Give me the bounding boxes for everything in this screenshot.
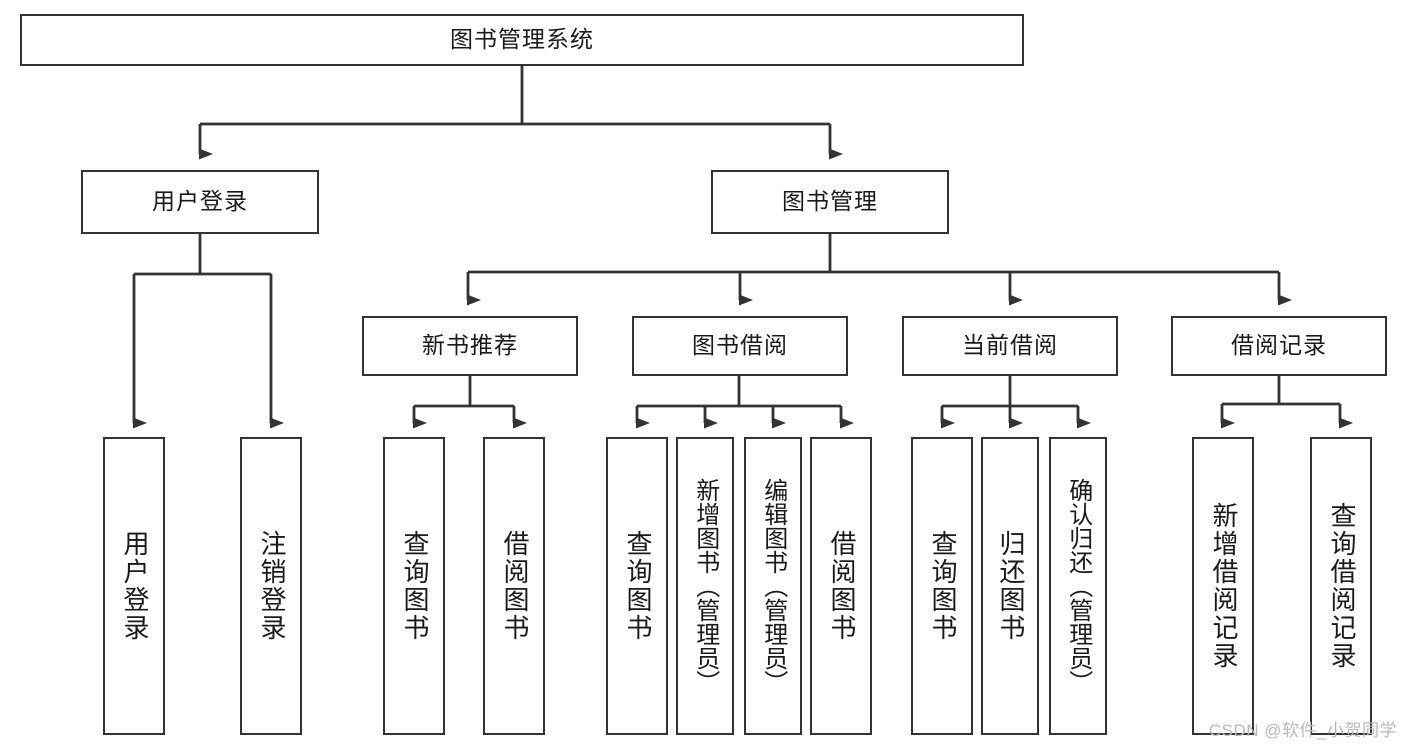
leaf-current-confirm-return-admin-label: 确认归还（管理员） xyxy=(1064,478,1092,694)
node-root-system[interactable]: 图书管理系统 xyxy=(20,14,1024,66)
node-new-book-recommendation-label: 新书推荐 xyxy=(422,332,518,359)
leaf-record-query-record[interactable]: 查询借阅记录 xyxy=(1310,437,1372,735)
node-user-login[interactable]: 用户登录 xyxy=(81,170,319,234)
leaf-user-login[interactable]: 用户登录 xyxy=(103,437,165,735)
leaf-logout-label: 注销登录 xyxy=(256,530,287,642)
node-borrow-records-label: 借阅记录 xyxy=(1231,332,1327,359)
leaf-current-query-book[interactable]: 查询图书 xyxy=(911,437,973,735)
leaf-current-return-book-label: 归还图书 xyxy=(995,530,1026,642)
leaf-user-login-label: 用户登录 xyxy=(119,530,150,642)
leaf-record-query-record-label: 查询借阅记录 xyxy=(1326,502,1357,670)
leaf-borrow-borrow-book[interactable]: 借阅图书 xyxy=(810,437,872,735)
leaf-newbook-borrow-book-label: 借阅图书 xyxy=(499,530,530,642)
leaf-newbook-borrow-book[interactable]: 借阅图书 xyxy=(483,437,545,735)
leaf-logout[interactable]: 注销登录 xyxy=(240,437,302,735)
node-book-borrowing[interactable]: 图书借阅 xyxy=(632,316,848,376)
csdn-watermark: CSDN @软件_小贺同学 xyxy=(1208,721,1397,740)
leaf-borrow-add-book-admin-label: 新增图书（管理员） xyxy=(691,478,719,694)
leaf-borrow-query-book[interactable]: 查询图书 xyxy=(606,437,668,735)
leaf-newbook-query-book-label: 查询图书 xyxy=(399,530,430,642)
node-root-system-label: 图书管理系统 xyxy=(450,26,594,53)
leaf-newbook-query-book[interactable]: 查询图书 xyxy=(383,437,445,735)
leaf-borrow-add-book-admin[interactable]: 新增图书（管理员） xyxy=(676,437,734,735)
node-borrow-records[interactable]: 借阅记录 xyxy=(1171,316,1387,376)
leaf-borrow-query-book-label: 查询图书 xyxy=(622,530,653,642)
node-new-book-recommendation[interactable]: 新书推荐 xyxy=(362,316,578,376)
leaf-current-return-book[interactable]: 归还图书 xyxy=(981,437,1039,735)
node-book-management-label: 图书管理 xyxy=(782,188,878,215)
node-book-borrowing-label: 图书借阅 xyxy=(692,332,788,359)
leaf-current-query-book-label: 查询图书 xyxy=(927,530,958,642)
leaf-borrow-borrow-book-label: 借阅图书 xyxy=(826,530,857,642)
leaf-record-add-record-label: 新增借阅记录 xyxy=(1208,502,1239,670)
node-current-borrowing-label: 当前借阅 xyxy=(962,332,1058,359)
leaf-borrow-edit-book-admin-label: 编辑图书（管理员） xyxy=(759,478,787,694)
leaf-borrow-edit-book-admin[interactable]: 编辑图书（管理员） xyxy=(744,437,802,735)
leaf-current-confirm-return-admin[interactable]: 确认归还（管理员） xyxy=(1049,437,1107,735)
node-book-management[interactable]: 图书管理 xyxy=(711,170,949,234)
leaf-record-add-record[interactable]: 新增借阅记录 xyxy=(1192,437,1254,735)
node-current-borrowing[interactable]: 当前借阅 xyxy=(902,316,1118,376)
node-user-login-label: 用户登录 xyxy=(152,188,248,215)
